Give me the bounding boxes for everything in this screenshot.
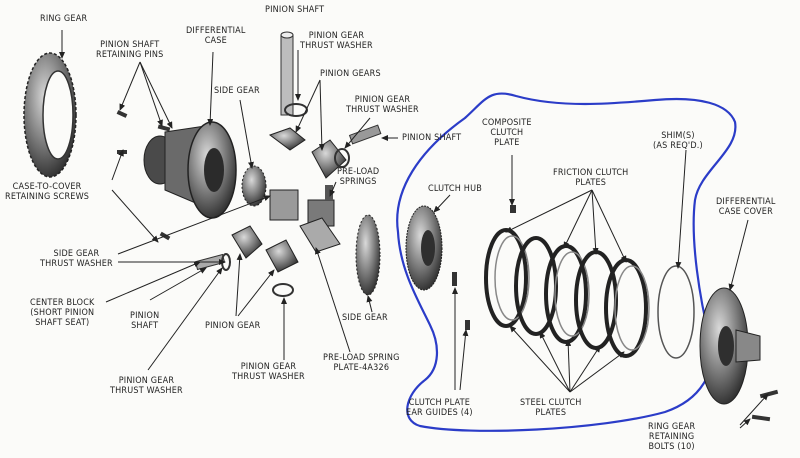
label-pinion-gears: PINION GEARS bbox=[320, 69, 381, 79]
label-shims: SHIM(S) (AS REQ'D.) bbox=[653, 131, 703, 151]
label-pinion-shaft-bottom: PINION SHAFT bbox=[130, 311, 160, 331]
label-pinion-gear-thrust-washer-left: PINION GEAR THRUST WASHER bbox=[110, 376, 183, 396]
label-differential-case: DIFFERENTIAL CASE bbox=[186, 26, 246, 46]
label-pinion-shaft-retaining-pins: PINION SHAFT RETAINING PINS bbox=[96, 40, 164, 60]
leader-lines bbox=[59, 30, 769, 429]
side-gears bbox=[241, 165, 381, 296]
thrust-washer-bottom bbox=[272, 283, 294, 297]
label-side-gear-bottom: SIDE GEAR bbox=[342, 313, 388, 323]
thrust-washer-top bbox=[284, 103, 308, 117]
clutch-pack-highlight-outline bbox=[396, 92, 737, 432]
ring-gear bbox=[23, 52, 77, 178]
label-clutch-plate-ear-guides: CLUTCH PLATE EAR GUIDES (4) bbox=[406, 398, 473, 418]
label-pinion-shaft-top: PINION SHAFT bbox=[265, 5, 325, 15]
clutch-plates bbox=[484, 228, 695, 359]
label-center-block: CENTER BLOCK (SHORT PINION SHAFT SEAT) bbox=[30, 298, 95, 328]
center-block-assembly bbox=[269, 185, 341, 253]
pinion-shaft-top bbox=[280, 31, 294, 116]
label-ring-gear: RING GEAR bbox=[40, 14, 88, 24]
label-side-gear-thrust-washer: SIDE GEAR THRUST WASHER bbox=[40, 249, 113, 269]
thrust-washer-mid bbox=[334, 148, 350, 168]
label-composite-clutch-plate: COMPOSITE CLUTCH PLATE bbox=[482, 118, 532, 148]
label-friction-clutch-plates: FRICTION CLUTCH PLATES bbox=[553, 168, 629, 188]
label-side-gear-top: SIDE GEAR bbox=[214, 86, 260, 96]
label-clutch-hub: CLUTCH HUB bbox=[428, 184, 482, 194]
differential-case bbox=[143, 121, 237, 219]
label-pinion-gear-bottom: PINION GEAR bbox=[205, 321, 261, 331]
pinion-shaft-right bbox=[348, 124, 382, 145]
label-pinion-gear-thrust-washer-top: PINION GEAR THRUST WASHER bbox=[300, 31, 373, 51]
label-steel-clutch-plates: STEEL CLUTCH PLATES bbox=[520, 398, 582, 418]
label-case-to-cover-retaining-screws: CASE-TO-COVER RETAINING SCREWS bbox=[5, 182, 90, 202]
label-pinion-shaft-right: PINION SHAFT bbox=[402, 133, 462, 143]
label-pinion-gear-thrust-washer-mid: PINION GEAR THRUST WASHER bbox=[346, 95, 419, 115]
label-differential-case-cover: DIFFERENTIAL CASE COVER bbox=[716, 197, 776, 217]
clutch-plate-ear-guides bbox=[452, 205, 516, 330]
label-pinion-gear-thrust-washer-bottom: PINION GEAR THRUST WASHER bbox=[232, 362, 305, 382]
differential-case-cover bbox=[699, 287, 761, 405]
label-pre-load-springs: PRE-LOAD SPRINGS bbox=[337, 167, 380, 187]
clutch-hub bbox=[405, 205, 443, 291]
label-pre-load-spring-plate: PRE-LOAD SPRING PLATE-4A326 bbox=[323, 353, 400, 373]
label-ring-gear-retaining-bolts: RING GEAR RETAINING BOLTS (10) bbox=[648, 422, 696, 452]
ring-gear-retaining-bolts bbox=[751, 389, 779, 422]
